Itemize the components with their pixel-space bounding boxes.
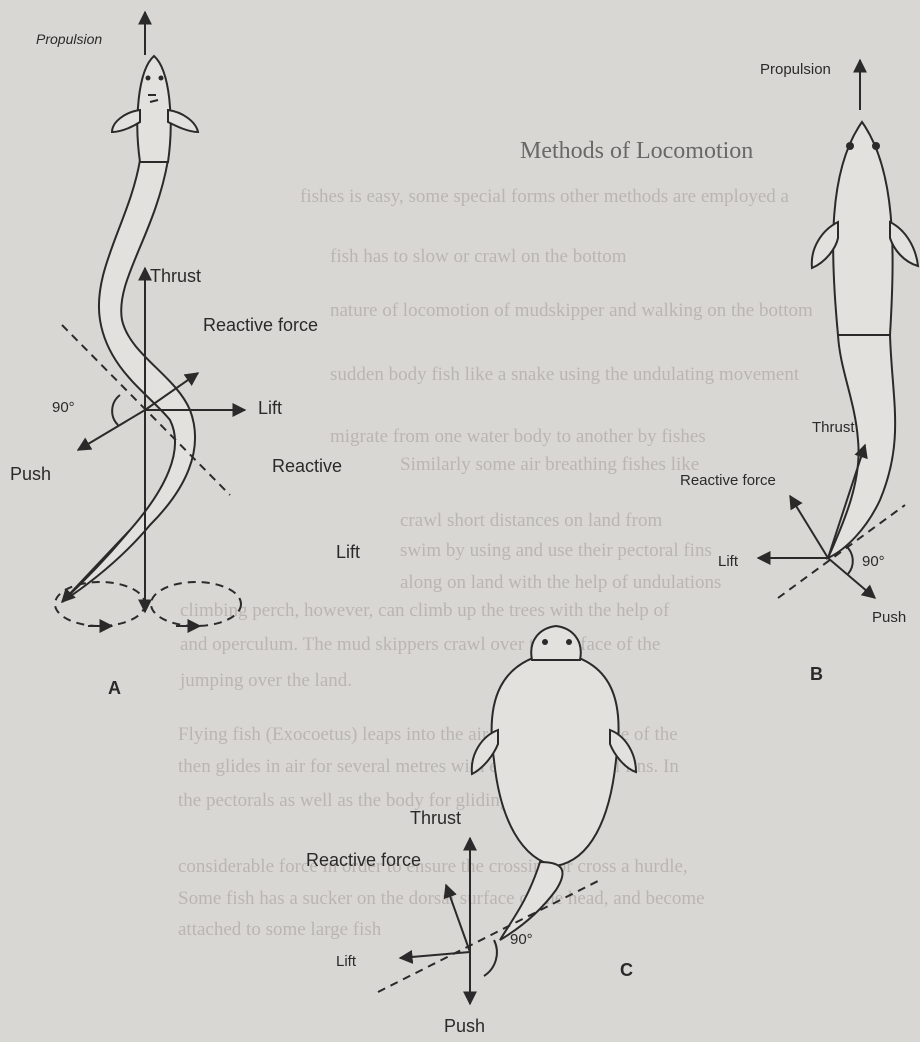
reactive-force-label: Reactive force bbox=[680, 472, 776, 489]
lift-arrow bbox=[400, 952, 470, 958]
reactive-force-arrow bbox=[790, 496, 828, 558]
thrust-label: Thrust bbox=[812, 419, 855, 436]
fish-head-body bbox=[833, 122, 892, 335]
tail-path-left bbox=[55, 582, 145, 626]
angle-arc bbox=[484, 940, 497, 976]
pectoral-fin-right bbox=[168, 110, 198, 132]
fish-eye bbox=[846, 142, 854, 150]
thrust-label: Thrust bbox=[410, 808, 461, 828]
push-label: Push bbox=[444, 1016, 485, 1036]
angle-arc bbox=[846, 546, 853, 574]
background-line: and operculum. The mud skippers crawl ov… bbox=[180, 634, 660, 655]
background-line: crawl short distances on land from bbox=[400, 510, 662, 531]
lift-label: Lift bbox=[336, 953, 357, 970]
diagram-a: Propulsion Thrust Reactive force 90° Lif… bbox=[10, 12, 360, 698]
background-line: fishes is easy, some special forms other… bbox=[300, 186, 790, 207]
background-line: climbing perch, however, can climb up th… bbox=[180, 600, 670, 621]
background-line: jumping over the land. bbox=[179, 670, 352, 691]
eel-head bbox=[137, 56, 170, 162]
background-page-text: Methods of Locomotion fishes is easy, so… bbox=[178, 138, 813, 940]
diagram-a-label: A bbox=[108, 678, 121, 698]
angle-label: 90° bbox=[510, 931, 533, 948]
tadpole-head bbox=[531, 626, 581, 660]
angle-label: 90° bbox=[862, 553, 885, 570]
background-line: Similarly some air breathing fishes like bbox=[400, 454, 699, 475]
background-line: attached to some large fish bbox=[178, 919, 382, 940]
background-line: along on land with the help of undulatio… bbox=[400, 572, 721, 593]
background-line: considerable force in order to ensure th… bbox=[178, 856, 688, 877]
pectoral-fin-right bbox=[890, 222, 918, 266]
pectoral-fin-left bbox=[112, 110, 140, 132]
angle-label: 90° bbox=[52, 399, 75, 416]
lift-label-secondary: Lift bbox=[336, 542, 360, 562]
lift-label: Lift bbox=[258, 398, 282, 418]
diagram-c: Thrust Reactive force Lift 90° Push C bbox=[306, 626, 636, 1036]
tadpole-eye bbox=[566, 639, 572, 645]
tadpole-eye bbox=[542, 639, 548, 645]
background-line: the pectorals as well as the body for gl… bbox=[178, 790, 514, 811]
angle-arc bbox=[112, 395, 120, 425]
push-label: Push bbox=[10, 464, 51, 484]
diagram-b-label: B bbox=[810, 664, 823, 684]
background-line: fish has to slow or crawl on the bottom bbox=[330, 246, 627, 267]
tail-push-arrow bbox=[62, 530, 130, 602]
push-arrow bbox=[78, 410, 145, 450]
fish-eye bbox=[872, 142, 880, 150]
tadpole-body bbox=[492, 652, 619, 866]
background-line: migrate from one water body to another b… bbox=[330, 426, 706, 447]
background-line: swim by using and use their pectoral fin… bbox=[400, 540, 712, 561]
lift-label: Lift bbox=[718, 553, 739, 570]
eel-body bbox=[62, 160, 195, 602]
background-heading: Methods of Locomotion bbox=[520, 138, 753, 164]
reactive-force-label: Reactive force bbox=[203, 315, 318, 335]
thrust-label: Thrust bbox=[150, 266, 201, 286]
eel-eye bbox=[146, 76, 151, 81]
propulsion-label: Propulsion bbox=[36, 31, 102, 47]
reactive-label: Reactive bbox=[272, 456, 342, 476]
reactive-force-label: Reactive force bbox=[306, 850, 421, 870]
eel-eye bbox=[159, 76, 164, 81]
propulsion-label: Propulsion bbox=[760, 61, 831, 78]
background-line: sudden body fish like a snake using the … bbox=[330, 364, 800, 385]
background-line: Some fish has a sucker on the dorsal sur… bbox=[178, 888, 705, 909]
diagram-c-label: C bbox=[620, 960, 633, 980]
push-label: Push bbox=[872, 609, 906, 626]
background-line: nature of locomotion of mudskipper and w… bbox=[330, 300, 813, 321]
